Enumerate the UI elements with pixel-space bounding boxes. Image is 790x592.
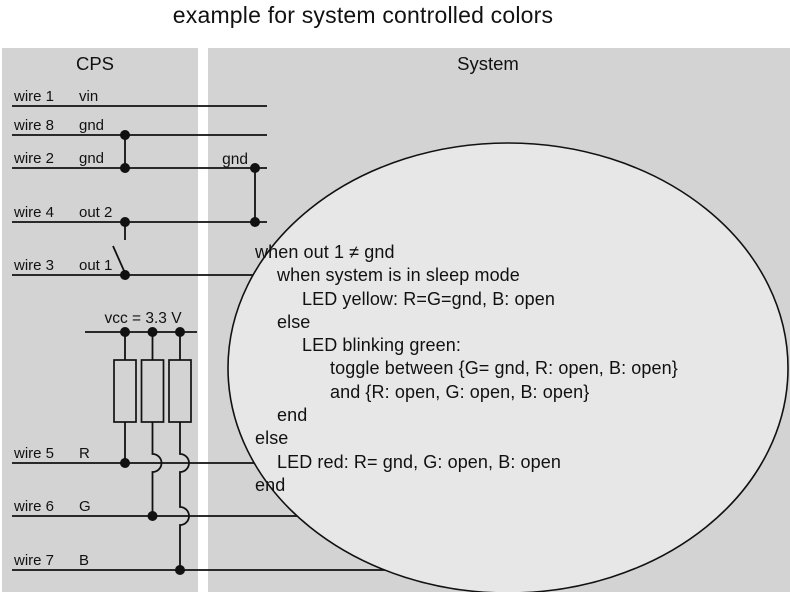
pseudocode-line: when out 1 ≠ gnd xyxy=(255,242,395,262)
cps-panel xyxy=(2,48,198,592)
junction-dot xyxy=(250,163,260,173)
junction-dot xyxy=(175,565,185,575)
junction-dot xyxy=(250,217,260,227)
junction-dot xyxy=(120,458,130,468)
wire-id: wire 7 xyxy=(14,552,55,569)
system-behavior-ellipse xyxy=(227,142,789,592)
circuit-wires xyxy=(12,105,430,571)
wire-signal: G xyxy=(79,498,91,515)
wire-1-label: wire 1 vin xyxy=(14,87,98,106)
wire-id: wire 8 xyxy=(14,117,55,134)
junction-dot xyxy=(147,327,158,337)
wire-signal: B xyxy=(79,552,90,569)
wire-3-label: wire 3 out 1 xyxy=(14,256,112,275)
wire-id: wire 6 xyxy=(14,498,55,515)
pseudocode-line: else xyxy=(277,311,311,332)
pseudocode-line: and {R: open, G: open, B: open} xyxy=(330,381,590,402)
pseudocode-line: end xyxy=(255,474,286,495)
junction-dot xyxy=(120,270,130,280)
wire-id: wire 1 xyxy=(14,88,55,105)
wire-signal: vin xyxy=(79,88,99,105)
junction-dot xyxy=(175,327,185,337)
pseudocode-line: LED blinking green: xyxy=(302,335,461,356)
wire-id: wire 5 xyxy=(14,445,55,462)
pseudocode-line: toggle between {G= gnd, R: open, B: open… xyxy=(330,358,678,379)
junction-dot xyxy=(120,130,130,140)
junction-dot xyxy=(120,163,130,173)
resistor-g-bottom-lead-with-hop xyxy=(151,422,163,516)
wire-signal: out 2 xyxy=(79,204,113,221)
pseudocode-line: LED red: R= gnd, G: open, B: open xyxy=(277,451,561,472)
wire-5-label: wire 5 R xyxy=(14,444,90,463)
system-panel-header: System xyxy=(457,53,519,74)
pseudocode-line: else xyxy=(255,428,289,449)
switch-blade xyxy=(112,245,126,274)
wire-signal: out 1 xyxy=(79,257,113,274)
wire-id: wire 2 xyxy=(14,150,55,167)
resistor-g xyxy=(140,359,165,423)
resistor-r xyxy=(113,359,137,423)
vcc-label: vcc = 3.3 V xyxy=(104,310,182,327)
wire-8-label: wire 8 gnd xyxy=(14,116,104,135)
wire-2-label: wire 2 gnd xyxy=(14,149,104,168)
wire-id: wire 3 xyxy=(14,257,55,274)
pseudocode-line: end xyxy=(277,405,308,426)
wire-signal: gnd xyxy=(79,117,105,134)
wire-7-label: wire 7 B xyxy=(14,551,89,570)
wire-signal: gnd xyxy=(79,150,105,167)
junction-dots xyxy=(120,130,260,575)
junction-dot xyxy=(147,511,158,521)
pseudocode-line: when system is in sleep mode xyxy=(277,265,520,286)
junction-dot xyxy=(120,217,130,227)
junction-dot xyxy=(120,327,130,337)
wire-id: wire 4 xyxy=(14,204,55,221)
cps-panel-header: CPS xyxy=(75,53,115,74)
pseudocode-block: when out 1 ≠ gnd when system is in sleep… xyxy=(255,241,678,497)
gnd-junction-label: gnd xyxy=(222,151,248,168)
resistor-b xyxy=(168,359,192,423)
pseudocode-line: LED yellow: R=G=gnd, B: open xyxy=(302,288,555,309)
wire-6-label: wire 6 G xyxy=(14,497,91,516)
diagram-title: example for system controlled colors xyxy=(172,2,554,28)
wire-4-label: wire 4 out 2 xyxy=(14,203,112,222)
wire-signal: R xyxy=(79,445,90,462)
resistor-b-bottom-lead-with-hops xyxy=(179,422,190,570)
